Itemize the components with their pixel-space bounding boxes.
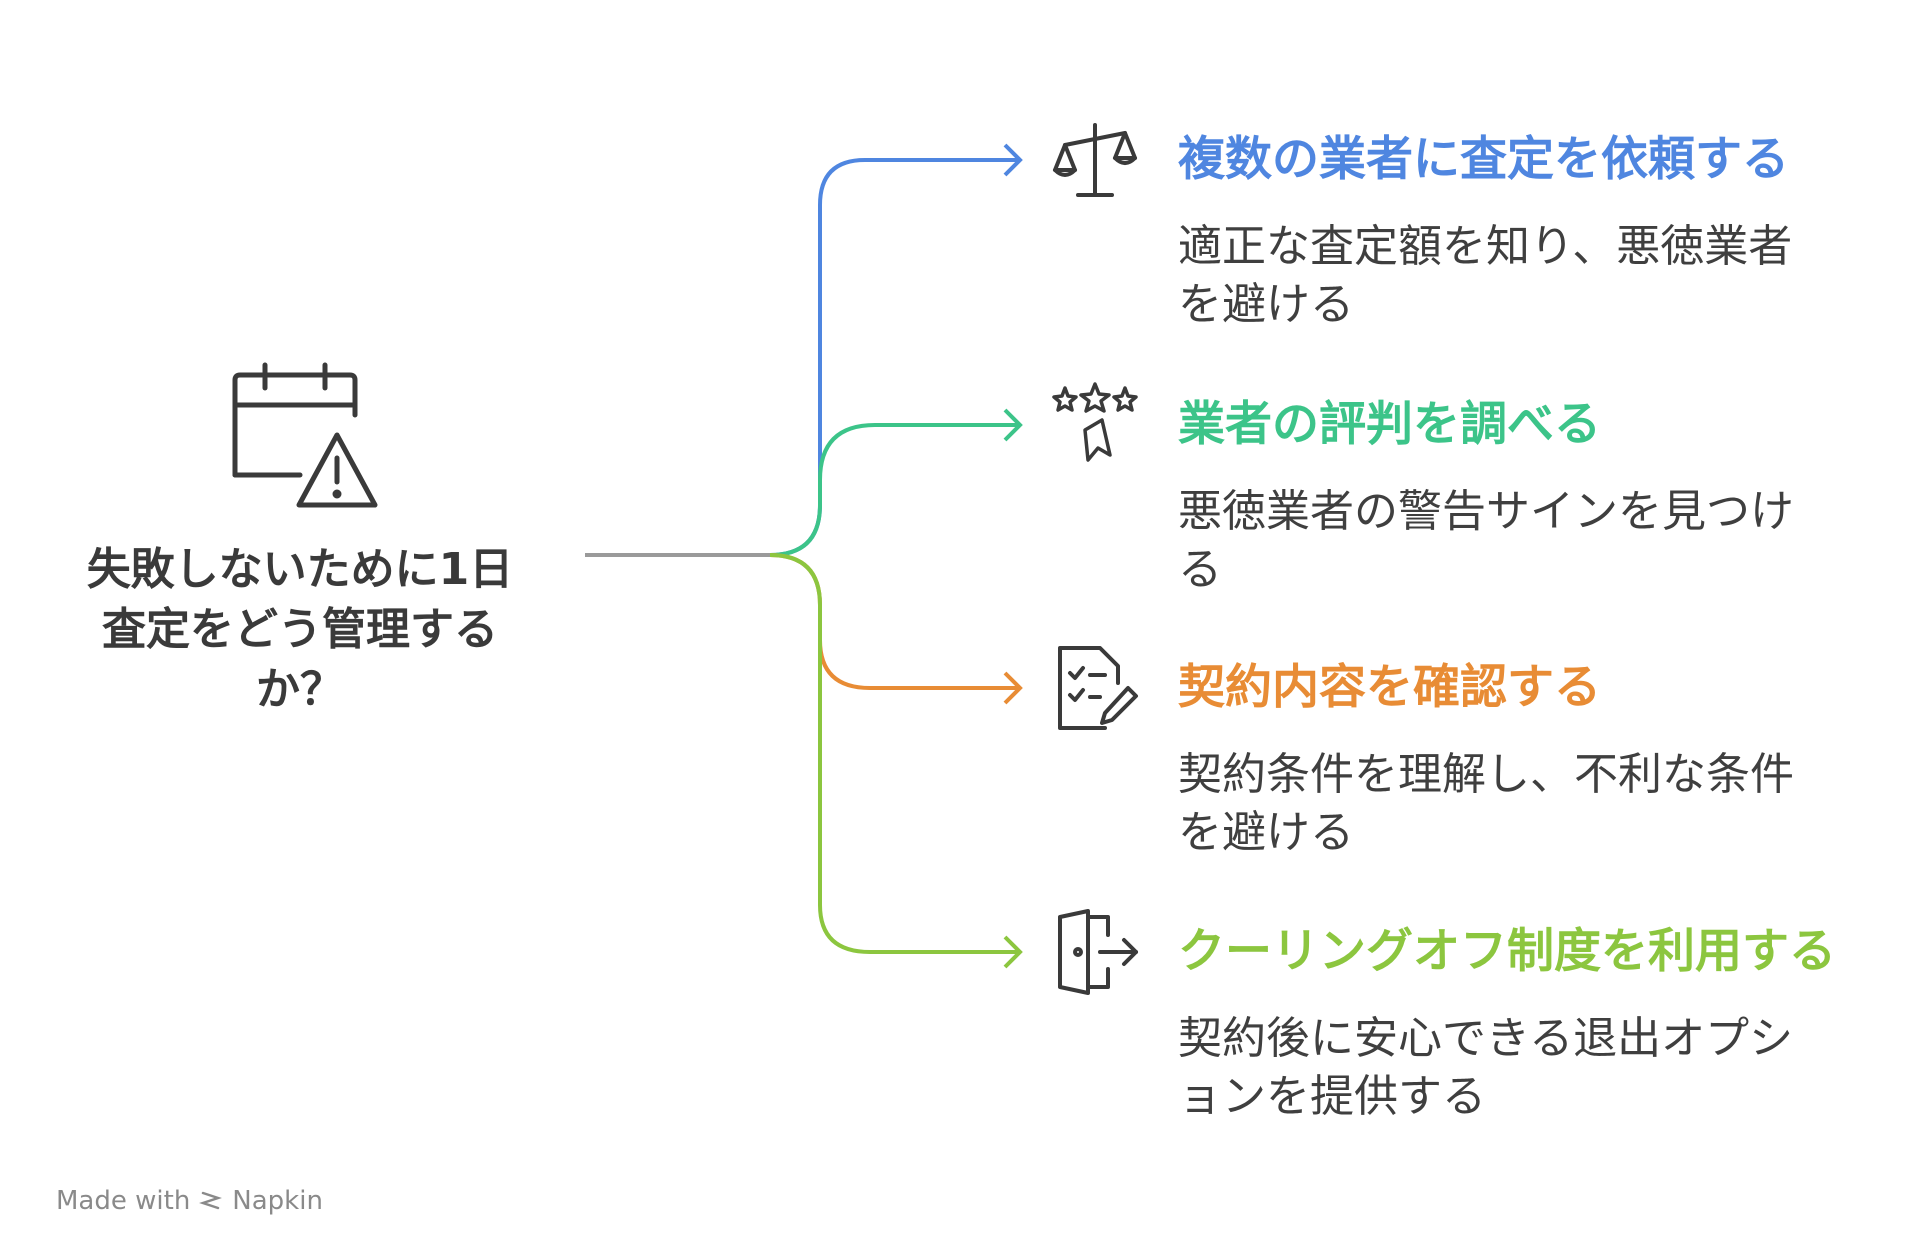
branch-connector-1	[769, 143, 1023, 557]
napkin-logo-icon	[199, 1191, 223, 1210]
branch-title-1: 複数の業者に査定を依頼する	[1178, 132, 1789, 187]
branch-desc-line: ョンを提供する	[1178, 1071, 1486, 1122]
branch-title-4: クーリングオフ制度を利用する	[1178, 924, 1836, 979]
watermark: Made with Napkin	[56, 1186, 323, 1216]
branch-desc-line: 悪徳業者の警告サインを見つけ	[1178, 486, 1794, 537]
branch-desc-line: る	[1178, 544, 1222, 595]
stars-rating-icon	[1052, 382, 1138, 462]
branch-desc-3: 契約条件を理解し、不利な条件 を避ける	[1178, 746, 1898, 862]
root-title: 失敗しないために1日 査定をどう管理する か？	[40, 540, 560, 720]
branch-desc-line: を避ける	[1178, 279, 1354, 330]
branch-connector-2	[769, 408, 1023, 557]
checklist-pen-icon	[1058, 646, 1138, 730]
branch-connector-4	[769, 553, 1023, 969]
branch-desc-line: 契約後に安心できる退出オプシ	[1178, 1013, 1794, 1064]
calendar-warning-icon	[232, 362, 378, 508]
watermark-brand: Napkin	[232, 1186, 323, 1216]
branch-desc-line: を避ける	[1178, 807, 1354, 858]
root-title-line: か？	[256, 664, 344, 715]
branch-title-2: 業者の評判を調べる	[1178, 397, 1601, 452]
branch-desc-2: 悪徳業者の警告サインを見つけ る	[1178, 483, 1898, 599]
branch-desc-1: 適正な査定額を知り、悪徳業者 を避ける	[1178, 218, 1898, 334]
branch-desc-line: 契約条件を理解し、不利な条件	[1178, 749, 1794, 800]
root-title-line: 査定をどう管理する	[102, 604, 498, 655]
exit-door-icon	[1058, 909, 1138, 995]
branch-desc-line: 適正な査定額を知り、悪徳業者	[1178, 221, 1793, 272]
root-title-line: 失敗しないために1日	[86, 544, 514, 595]
watermark-text: Made with	[56, 1186, 191, 1216]
balance-scale-icon	[1053, 123, 1137, 197]
branch-desc-4: 契約後に安心できる退出オプシ ョンを提供する	[1178, 1010, 1898, 1126]
branch-connector-3	[769, 553, 1023, 705]
branch-title-3: 契約内容を確認する	[1178, 660, 1601, 715]
